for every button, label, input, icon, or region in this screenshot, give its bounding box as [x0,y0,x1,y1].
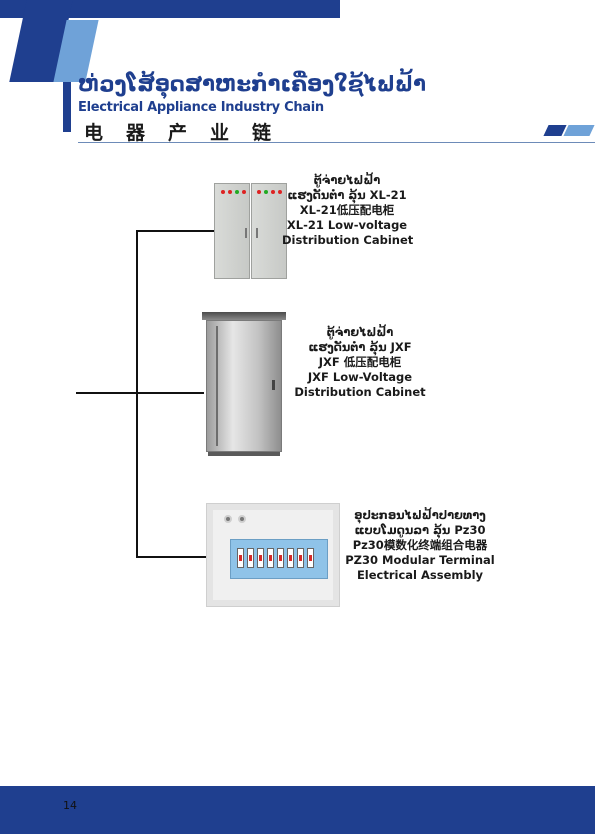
caption-line: ຕູ້ຈ່າຍໄຟຟ້າ [326,325,394,339]
page-title-chinese: 电器产业链 [84,122,295,144]
page-title-lao: ຫ່ວງໂສ້ອຸດສາຫະກໍາເຄື່ອງໃຊ້ໄຟຟ້າ [78,72,426,96]
caption-line: Electrical Assembly [356,568,484,582]
caption-line: JXF Low-Voltage [307,370,413,384]
footer-band [0,786,595,834]
caption-line: JXF 低压配电柜 [318,355,402,369]
caption-line: XL-21 Low-voltage [286,218,408,232]
product-caption-xl21: ຕູ້ຈ່າຍໄຟຟ້າ ແຮງດັນຕ່ຳ ລຸ້ນ XL-21 XL-21低… [282,173,414,248]
product-caption-jxf: ຕູ້ຈ່າຍໄຟຟ້າ ແຮງດັນຕ່ຳ ລຸ້ນ JXF JXF 低压配电… [290,325,430,400]
page-number: 14 [63,799,77,812]
header-badge-light [563,125,595,136]
product-caption-pz30: ອຸປະກອນໄຟຟ້າປາຍທາງ ແບບໂມດູນລາ ລຸ້ນ Pz30 … [340,508,500,583]
title-divider [78,142,595,143]
connector-branch-2 [136,392,204,394]
xl21-cabinet-image [212,181,288,281]
caption-line: Distribution Cabinet [282,233,414,247]
caption-line: XL-21低压配电柜 [299,203,395,217]
title-accent-bar [63,82,71,132]
pz30-assembly-image [206,503,340,607]
connector-main [76,392,136,394]
caption-line: ແຮງດັນຕ່ຳ ລຸ້ນ JXF [308,340,412,354]
caption-line: PZ30 Modular Terminal [345,553,495,567]
connector-branch-3 [136,556,212,558]
caption-line: Pz30模数化终端组合电器 [352,538,488,552]
connector-branch-1 [136,230,214,232]
caption-line: ອຸປະກອນໄຟຟ້າປາຍທາງ [354,508,486,522]
connector-trunk [136,230,138,558]
page-title-english: Electrical Appliance Industry Chain [78,100,324,115]
caption-line: ແຮງດັນຕ່ຳ ລຸ້ນ XL-21 [287,188,407,202]
caption-line: Distribution Cabinet [294,385,426,399]
caption-line: ແບບໂມດູນລາ ລຸ້ນ Pz30 [354,523,486,537]
caption-line: ຕູ້ຈ່າຍໄຟຟ້າ [313,173,381,187]
jxf-cabinet-image [202,312,286,456]
header-top-band [0,0,340,18]
